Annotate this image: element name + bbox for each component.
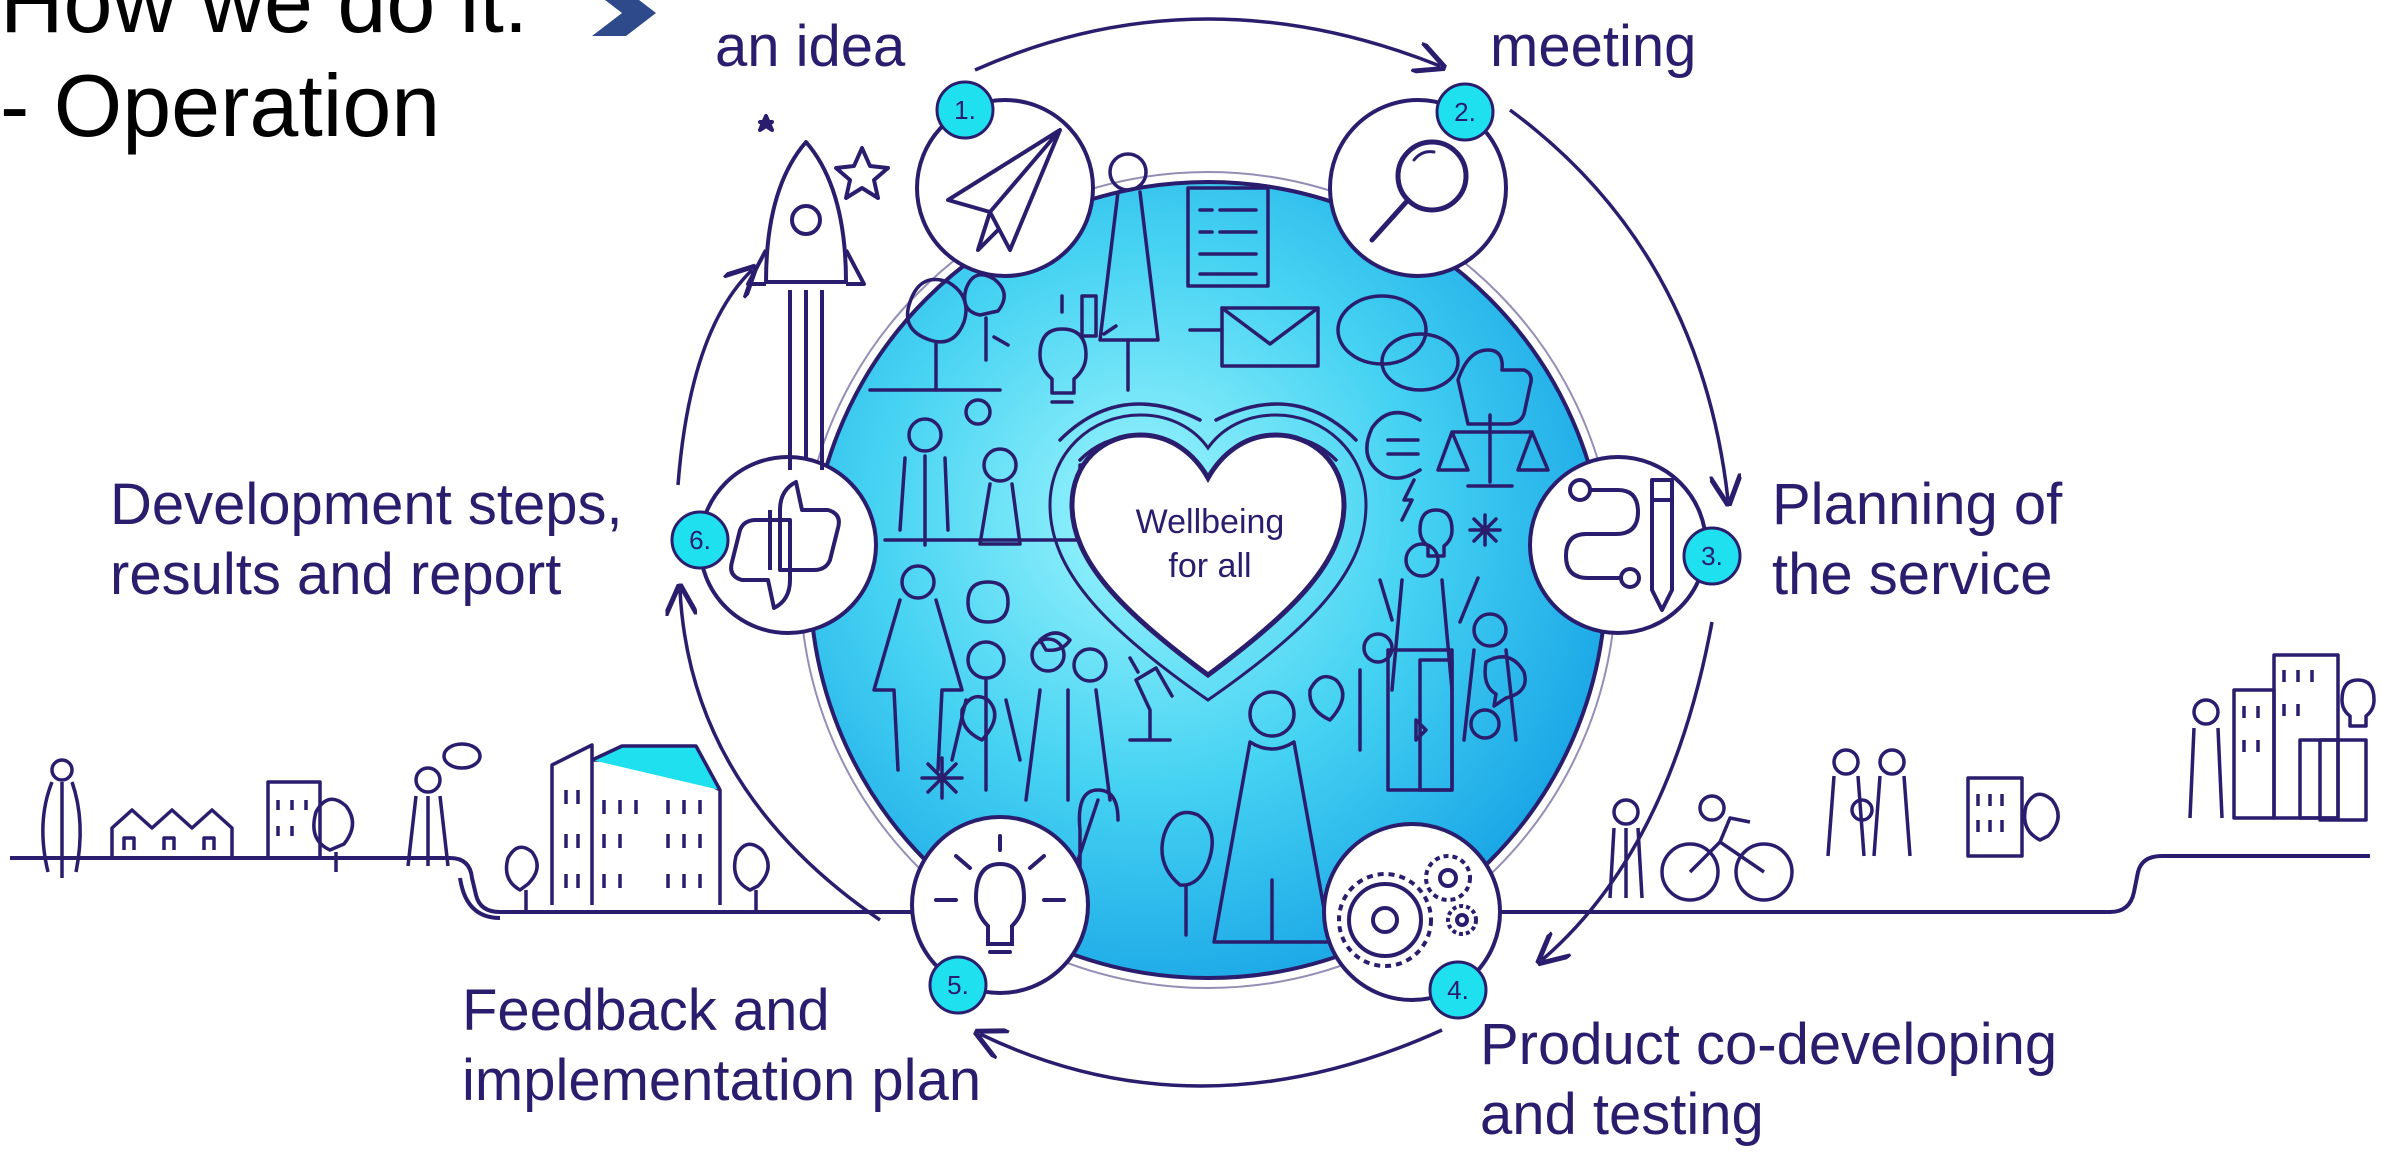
step-badge-3 <box>1682 526 1742 586</box>
step-circle-1: 1. <box>915 80 1095 278</box>
step-label-3-line2: the service <box>1772 542 2053 607</box>
step-badge-6 <box>670 510 730 570</box>
step-label-3-line1: Planning of <box>1772 472 2063 537</box>
step-circle-6: 6. <box>670 455 878 635</box>
step-number-2: 2. <box>1454 97 1476 127</box>
step-label-5-line1: Feedback and <box>462 978 830 1043</box>
step-circle-4: 4. <box>1322 822 1502 1020</box>
step-label-4-line2: and testing <box>1480 1082 1764 1147</box>
step-label-6-line1: Development steps, <box>110 472 623 537</box>
center-label-line2: for all <box>1168 547 1252 585</box>
thumbs-icon <box>729 480 841 610</box>
step-circle-5: 5. <box>910 815 1090 1015</box>
step-badge-4 <box>1428 960 1488 1020</box>
step-label-1-line1: an idea <box>715 14 906 79</box>
step-number-5: 5. <box>947 970 969 1000</box>
step-circle-3: 3. <box>1528 455 1742 635</box>
step-label-1: an idea <box>715 12 905 82</box>
step-circle-2: 2. <box>1328 82 1508 278</box>
title-chevron-icon <box>592 0 656 36</box>
center-label-line1: Wellbeing <box>1135 503 1285 541</box>
step-number-1: 1. <box>954 95 976 125</box>
cycle-arrows <box>678 17 1728 1088</box>
step-badge-2 <box>1435 82 1495 142</box>
step-label-5: Feedback and implementation plan <box>462 976 981 1116</box>
step-number-3: 3. <box>1701 541 1723 571</box>
slide-title-line2: - Operation <box>0 56 441 155</box>
flow-pencil-icon <box>1564 478 1674 612</box>
step-label-2: meeting <box>1490 12 1696 82</box>
paper-plane-icon <box>946 128 1062 252</box>
right-town-illustration <box>1608 653 2376 902</box>
lightbulb-icon <box>934 834 1066 954</box>
center-label: Wellbeing for all <box>1110 500 1310 588</box>
step-label-2-line1: meeting <box>1490 14 1697 79</box>
step-label-4-line1: Product co-developing <box>1480 1012 2058 1077</box>
left-town-illustration <box>41 742 770 910</box>
rocket-icon <box>746 114 890 470</box>
step-label-4: Product co-developing and testing <box>1480 1010 2057 1150</box>
gears-icon <box>1337 854 1478 968</box>
step-label-6-line2: results and report <box>110 542 562 607</box>
step-badge-5 <box>928 955 988 1015</box>
step-label-5-line2: implementation plan <box>462 1048 982 1113</box>
step-badge-1 <box>935 80 995 140</box>
wellbeing-heart <box>1048 413 1368 702</box>
magnifier-icon <box>1369 139 1469 243</box>
slide-title-line1: How we do it: <box>0 0 529 51</box>
step-label-6: Development steps, results and report <box>110 470 623 610</box>
step-number-4: 4. <box>1447 975 1469 1005</box>
step-label-3: Planning of the service <box>1772 470 2062 610</box>
community-illustration <box>868 152 1550 944</box>
step-number-6: 6. <box>689 525 711 555</box>
slide-title: How we do it: - Operation <box>0 0 528 158</box>
